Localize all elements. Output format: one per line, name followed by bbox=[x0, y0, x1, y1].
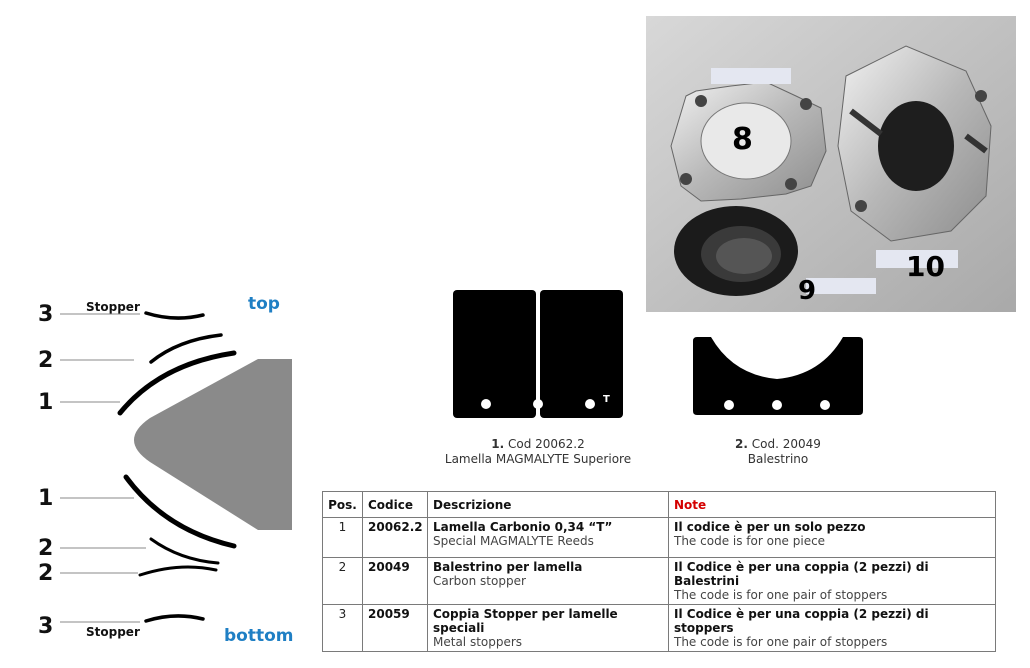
part-2-number: 2. bbox=[735, 437, 748, 451]
cell-code: 20049 bbox=[362, 557, 428, 605]
description-sub: Metal stoppers bbox=[433, 635, 523, 649]
note-main: Il Codice è per una coppia (2 pezzi) di … bbox=[674, 560, 929, 588]
cell-description: Balestrino per lamella Carbon stopper bbox=[427, 557, 669, 605]
top-carbon-stopper bbox=[149, 333, 223, 364]
stopper-label-top: Stopper bbox=[86, 300, 140, 314]
diagram-number: 2 bbox=[38, 536, 54, 561]
part-1-name: Lamella MAGMALYTE Superiore bbox=[444, 452, 632, 466]
header-description: Descrizione bbox=[427, 491, 669, 518]
reed-petal-svg bbox=[453, 290, 623, 418]
code-text: 20062.2 bbox=[368, 520, 423, 534]
stopper-label-bottom: Stopper bbox=[86, 625, 140, 639]
photo-label-8: 8 bbox=[732, 122, 753, 157]
table-row: 3 20059 Coppia Stopper per lamelle speci… bbox=[322, 604, 996, 652]
carbon-stopper-svg bbox=[693, 337, 863, 415]
reed-diagram-drawing bbox=[60, 311, 292, 623]
cell-description: Coppia Stopper per lamelle speciali Meta… bbox=[427, 604, 669, 652]
note-sub: The code is for one pair of stoppers bbox=[674, 588, 888, 602]
description-sub: Special MAGMALYTE Reeds bbox=[433, 534, 594, 548]
header-pos: Pos. bbox=[322, 491, 363, 518]
reed-petal-drawing: T bbox=[452, 290, 624, 420]
cell-code: 20059 bbox=[362, 604, 428, 652]
cell-note: Il Codice è per una coppia (2 pezzi) di … bbox=[668, 604, 996, 652]
description-sub: Carbon stopper bbox=[433, 574, 526, 588]
header-note: Note bbox=[668, 491, 996, 518]
cell-description: Lamella Carbonio 0,34 “T” Special MAGMAL… bbox=[427, 517, 669, 558]
reed-block-wedge bbox=[134, 359, 292, 530]
note-sub: The code is for one pair of stoppers bbox=[674, 635, 888, 649]
diagram-number: 3 bbox=[38, 302, 54, 327]
table-row: 1 20062.2 Lamella Carbonio 0,34 “T” Spec… bbox=[322, 517, 996, 558]
part-2-caption: 2. Cod. 20049 Balestrino bbox=[690, 437, 866, 467]
carbon-stopper-drawing bbox=[693, 335, 863, 419]
cell-note: Il Codice è per una coppia (2 pezzi) di … bbox=[668, 557, 996, 605]
parts-photo: 8 9 10 bbox=[646, 16, 1016, 312]
cell-note: Il codice è per un solo pezzo The code i… bbox=[668, 517, 996, 558]
photo-label-9: 9 bbox=[798, 276, 817, 306]
header-code: Codice bbox=[362, 491, 428, 518]
part-1-caption: 1. Cod 20062.2 Lamella MAGMALYTE Superio… bbox=[430, 437, 646, 467]
part-1-number: 1. bbox=[491, 437, 505, 451]
cell-code: 20062.2 bbox=[362, 517, 428, 558]
code-text: 20059 bbox=[368, 607, 410, 621]
cell-pos: 3 bbox=[322, 604, 363, 652]
diagram-number: 2 bbox=[38, 561, 54, 586]
top-label: top bbox=[248, 294, 280, 314]
bottom-carbon-stopper-b bbox=[138, 565, 218, 577]
note-sub: The code is for one piece bbox=[674, 534, 826, 548]
top-reed-petal bbox=[117, 350, 237, 416]
note-main: Il codice è per un solo pezzo bbox=[674, 520, 866, 534]
cell-pos: 2 bbox=[322, 557, 363, 605]
diagram-number: 1 bbox=[38, 390, 54, 415]
top-stopper bbox=[144, 311, 205, 320]
description-main: Balestrino per lamella bbox=[433, 560, 583, 574]
diagram-number: 2 bbox=[38, 348, 54, 373]
diagram-number: 3 bbox=[38, 614, 54, 639]
parts-table: Pos. Codice Descrizione Note 1 20062.2 L… bbox=[322, 491, 996, 652]
note-main: Il Codice è per una coppia (2 pezzi) di … bbox=[674, 607, 929, 635]
part-2-code: Cod. 20049 bbox=[751, 437, 821, 451]
reed-diagram: 3 2 1 1 2 2 3 Stopper Stopper top bottom bbox=[0, 280, 320, 668]
photo-label-10: 10 bbox=[906, 250, 945, 283]
part-2-name: Balestrino bbox=[747, 452, 809, 466]
bottom-carbon-stopper-a bbox=[149, 537, 220, 565]
reed-mark-t: T bbox=[603, 394, 610, 405]
bottom-stopper bbox=[144, 614, 205, 623]
code-text: 20049 bbox=[368, 560, 410, 574]
parts-photo-drawing bbox=[646, 16, 1016, 312]
description-main: Lamella Carbonio 0,34 “T” bbox=[433, 520, 613, 534]
bottom-reed-petal bbox=[123, 474, 237, 549]
cell-pos: 1 bbox=[322, 517, 363, 558]
part-1-code: Cod 20062.2 bbox=[507, 437, 585, 451]
bottom-label: bottom bbox=[224, 626, 294, 646]
description-main: Coppia Stopper per lamelle speciali bbox=[433, 607, 618, 635]
diagram-number: 1 bbox=[38, 486, 54, 511]
table-header-row: Pos. Codice Descrizione Note bbox=[322, 491, 996, 518]
table-row: 2 20049 Balestrino per lamella Carbon st… bbox=[322, 557, 996, 605]
